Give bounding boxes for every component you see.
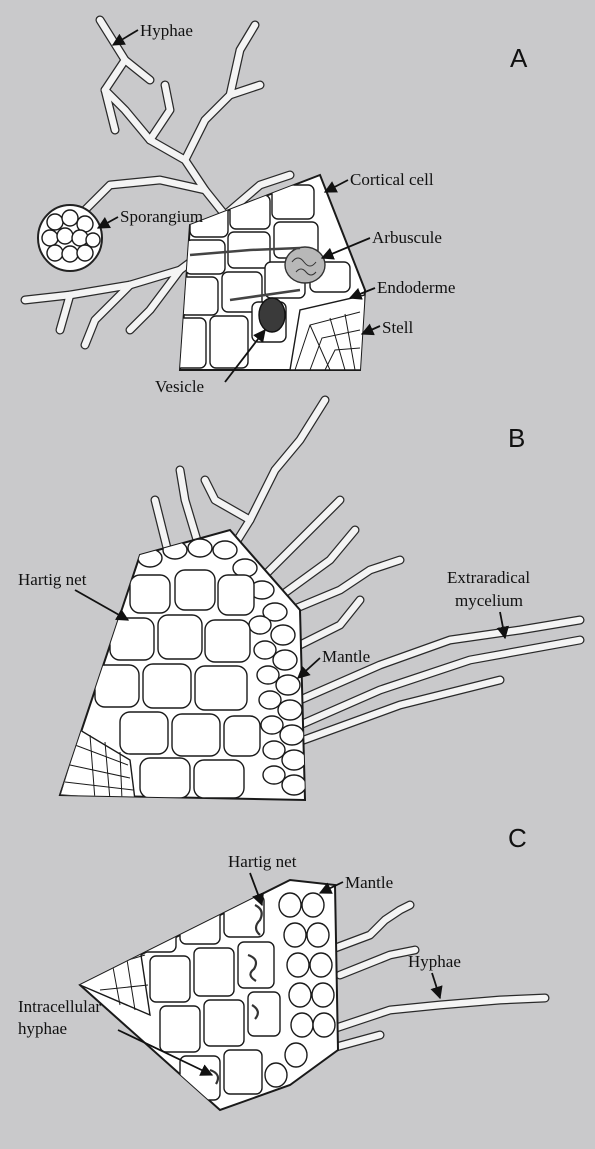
label-sporangium: Sporangium	[120, 207, 203, 226]
label-intracellular-1: Intracellular	[18, 997, 101, 1016]
label-hartig-net-b: Hartig net	[18, 570, 87, 589]
sporangium	[38, 205, 102, 271]
label-hartig-net-c: Hartig net	[228, 852, 297, 871]
label-endoderme: Endoderme	[377, 278, 455, 297]
arbuscule-shape	[285, 247, 325, 283]
panel-a: A	[25, 20, 528, 396]
vesicle-shape	[259, 298, 285, 332]
panel-c: C	[18, 823, 545, 1110]
label-intracellular-2: hyphae	[18, 1019, 67, 1038]
label-vesicle: Vesicle	[155, 377, 204, 396]
label-mantle-c: Mantle	[345, 873, 393, 892]
label-extraradical-1: Extraradical	[447, 568, 530, 587]
panel-c-letter: C	[508, 823, 527, 853]
panel-a-root-section	[172, 175, 365, 370]
panel-c-hyphae	[325, 905, 545, 1050]
panel-c-root-section	[80, 880, 338, 1110]
label-mantle-b: Mantle	[322, 647, 370, 666]
label-extraradical-2: mycelium	[455, 591, 523, 610]
label-hyphae-c: Hyphae	[408, 952, 461, 971]
label-arbuscule: Arbuscule	[372, 228, 442, 247]
panel-b-letter: B	[508, 423, 525, 453]
label-stell: Stell	[382, 318, 413, 337]
label-cortical-cell: Cortical cell	[350, 170, 434, 189]
panel-a-letter: A	[510, 43, 528, 73]
panel-b: B	[18, 400, 580, 800]
label-hyphae-a: Hyphae	[140, 21, 193, 40]
